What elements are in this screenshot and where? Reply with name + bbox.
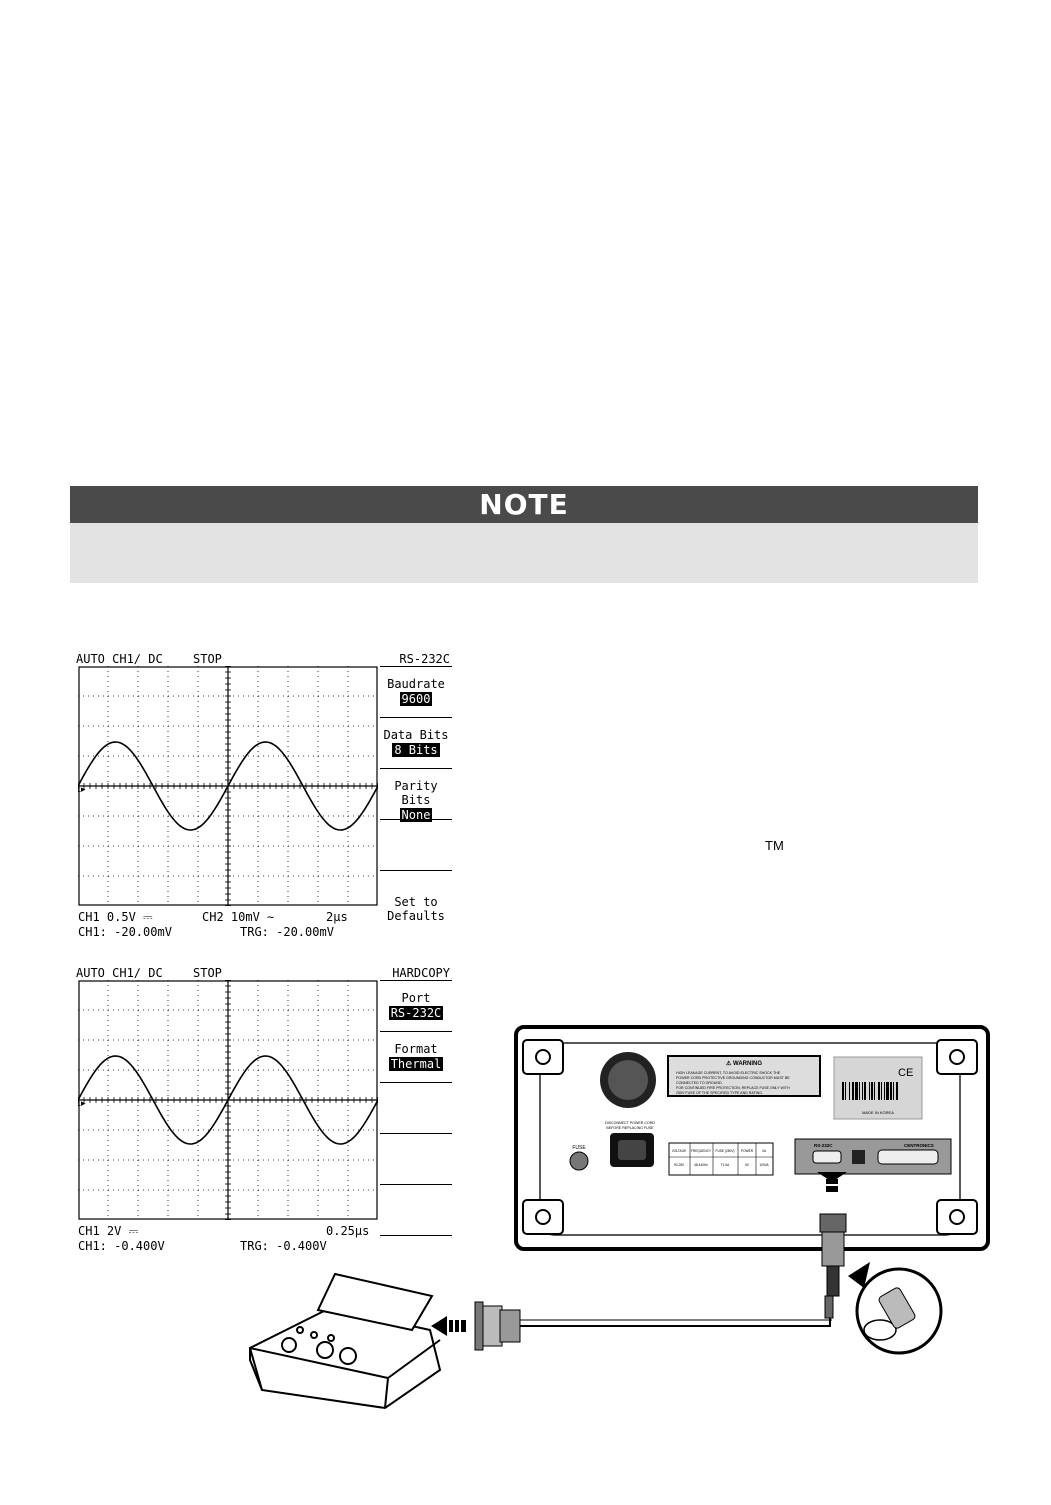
trademark-mark: TM <box>765 838 784 853</box>
menu-item-empty <box>380 819 452 870</box>
menu-item-parity-bits[interactable]: Parity Bits None <box>380 768 452 822</box>
printer-paper <box>316 1272 434 1332</box>
usb-port <box>852 1150 865 1164</box>
scope-waveform-display: 1▸ <box>78 666 378 906</box>
svg-text:250V FUSE OF THE SPECIFIED TYP: 250V FUSE OF THE SPECIFIED TYPE AND RATI… <box>676 1091 763 1095</box>
trigger-level: TRG: -0.400V <box>240 1239 327 1253</box>
svg-text:FUSE (250V): FUSE (250V) <box>716 1149 735 1153</box>
serial-cable <box>520 1318 831 1327</box>
svg-text:T1.6A: T1.6A <box>721 1163 730 1167</box>
svg-text:VA: VA <box>762 1149 767 1153</box>
svg-text:BEFORE REPLACING FUSE: BEFORE REPLACING FUSE <box>606 1126 654 1130</box>
time-scale: 2μs <box>326 910 348 924</box>
menu-item-port[interactable]: Port RS-232C <box>380 980 452 1031</box>
serial-cable-plug <box>819 1213 847 1319</box>
barcode <box>842 1082 898 1100</box>
menu-item-empty <box>380 1184 452 1235</box>
scope-trigger-mode: AUTO CH1∕ DC <box>76 652 163 666</box>
svg-text:POWER CORD PROTECTIVE GROUNDIN: POWER CORD PROTECTIVE GROUNDING CONDUCTO… <box>676 1076 790 1080</box>
svg-text:⚠ WARNING: ⚠ WARNING <box>726 1060 762 1067</box>
scope-waveform-display: 1▸ <box>78 980 378 1220</box>
menu-item-baudrate[interactable]: Baudrate 9600 <box>380 666 452 717</box>
db9-connector <box>474 1301 521 1351</box>
scope-sine-waveform <box>78 741 378 831</box>
note-body <box>70 523 978 583</box>
menu-title: HARDCOPY <box>392 966 450 980</box>
thermal-printer <box>248 1272 442 1410</box>
ground-marker: 1▸ <box>78 784 86 794</box>
connect-arrow-left-icon <box>431 1316 466 1336</box>
svg-text:48-440Hz: 48-440Hz <box>694 1163 708 1167</box>
scope-run-status: STOP <box>193 966 222 980</box>
menu-item-label: Format <box>394 1042 438 1056</box>
ch1-scale: CH1 2V ⎓ <box>78 1224 139 1238</box>
menu-item-label: Parity Bits <box>394 779 438 807</box>
fuse-holder <box>569 1151 589 1171</box>
hardcopy-menu: HARDCOPY Port RS-232C Format Thermal <box>380 966 452 1236</box>
spec-table: VOLTAGE FREQUENCY FUSE (250V) POWER VA 90-25… <box>672 1149 770 1167</box>
svg-text:FREQUENCY: FREQUENCY <box>691 1149 712 1153</box>
svg-text:FOR CONTINUED FIRE PROTECTION,: FOR CONTINUED FIRE PROTECTION, REPLACE F… <box>676 1086 790 1090</box>
ch1-offset: CH1: -0.400V <box>78 1239 165 1253</box>
svg-text:VOLTAGE: VOLTAGE <box>672 1149 687 1153</box>
menu-item-label: Data Bits <box>383 728 449 742</box>
svg-text:FUSE: FUSE <box>572 1145 586 1151</box>
connect-arrow-down-icon <box>817 1172 847 1192</box>
svg-text:POWER: POWER <box>741 1149 754 1153</box>
warning-text: HIGH LEAKAGE CURRENT, TO AVOID ELECTRIC … <box>676 1071 781 1075</box>
menu-item-empty <box>380 1133 452 1184</box>
svg-text:60: 60 <box>745 1163 749 1167</box>
menu-item-format[interactable]: Format Thermal <box>380 1031 452 1082</box>
menu-title: RS-232C <box>399 652 450 666</box>
menu-item-value: 9600 <box>399 692 433 706</box>
menu-item-label: Set to Defaults <box>387 895 445 923</box>
svg-text:CONNECTED TO GROUND.: CONNECTED TO GROUND. <box>676 1081 723 1085</box>
scope-screen-rs232c: AUTO CH1∕ DC STOP 1▸ RS-232C Baudrate 96… <box>76 652 452 952</box>
svg-text:MADE IN KOREA: MADE IN KOREA <box>862 1110 894 1115</box>
scope-trigger-mode: AUTO CH1∕ DC <box>76 966 163 980</box>
rs232c-port <box>812 1150 842 1164</box>
ch1-offset: CH1: -20.00mV <box>78 925 172 939</box>
rs232c-menu: RS-232C Baudrate 9600 Data Bits 8 Bits P… <box>380 652 452 923</box>
centronics-port <box>877 1149 939 1165</box>
menu-item-value: RS-232C <box>388 1006 444 1020</box>
menu-item-value: None <box>399 808 433 822</box>
tighten-arrow-icon <box>848 1262 870 1288</box>
scope-sine-waveform <box>78 1055 378 1145</box>
ground-marker: 1▸ <box>78 1098 86 1108</box>
menu-item-label: Port <box>401 991 431 1005</box>
svg-text:100VA: 100VA <box>759 1163 769 1167</box>
svg-text:CENTRONICS: CENTRONICS <box>904 1143 934 1148</box>
menu-item-value: 8 Bits <box>392 743 440 757</box>
menu-item-set-to-defaults[interactable]: Set to Defaults <box>380 870 452 923</box>
ce-mark: CE <box>898 1067 913 1079</box>
menu-bottom-rule <box>380 1235 452 1236</box>
note-header: NOTE <box>70 486 978 523</box>
trigger-level: TRG: -20.00mV <box>240 925 334 939</box>
menu-item-label: Baudrate <box>387 677 445 691</box>
svg-text:RS-232C: RS-232C <box>814 1143 833 1148</box>
instrument-rear-panel: ⚠ WARNING HIGH LEAKAGE CURRENT, TO AVOID… <box>514 1025 990 1251</box>
svg-text:DISCONNECT POWER CORD: DISCONNECT POWER CORD <box>605 1121 655 1125</box>
menu-item-empty <box>380 1082 452 1133</box>
scope-screen-hardcopy: AUTO CH1∕ DC STOP 1▸ HARDCOPY Port RS-23… <box>76 966 452 1266</box>
menu-item-value: Thermal <box>388 1057 444 1071</box>
svg-text:90-250: 90-250 <box>674 1163 684 1167</box>
ch1-scale: CH1 0.5V ⎓ <box>78 910 153 924</box>
scope-run-status: STOP <box>193 652 222 666</box>
time-scale: 0.25μs <box>326 1224 370 1238</box>
menu-item-data-bits[interactable]: Data Bits 8 Bits <box>380 717 452 768</box>
ch2-scale: CH2 10mV ∼ <box>202 910 275 924</box>
